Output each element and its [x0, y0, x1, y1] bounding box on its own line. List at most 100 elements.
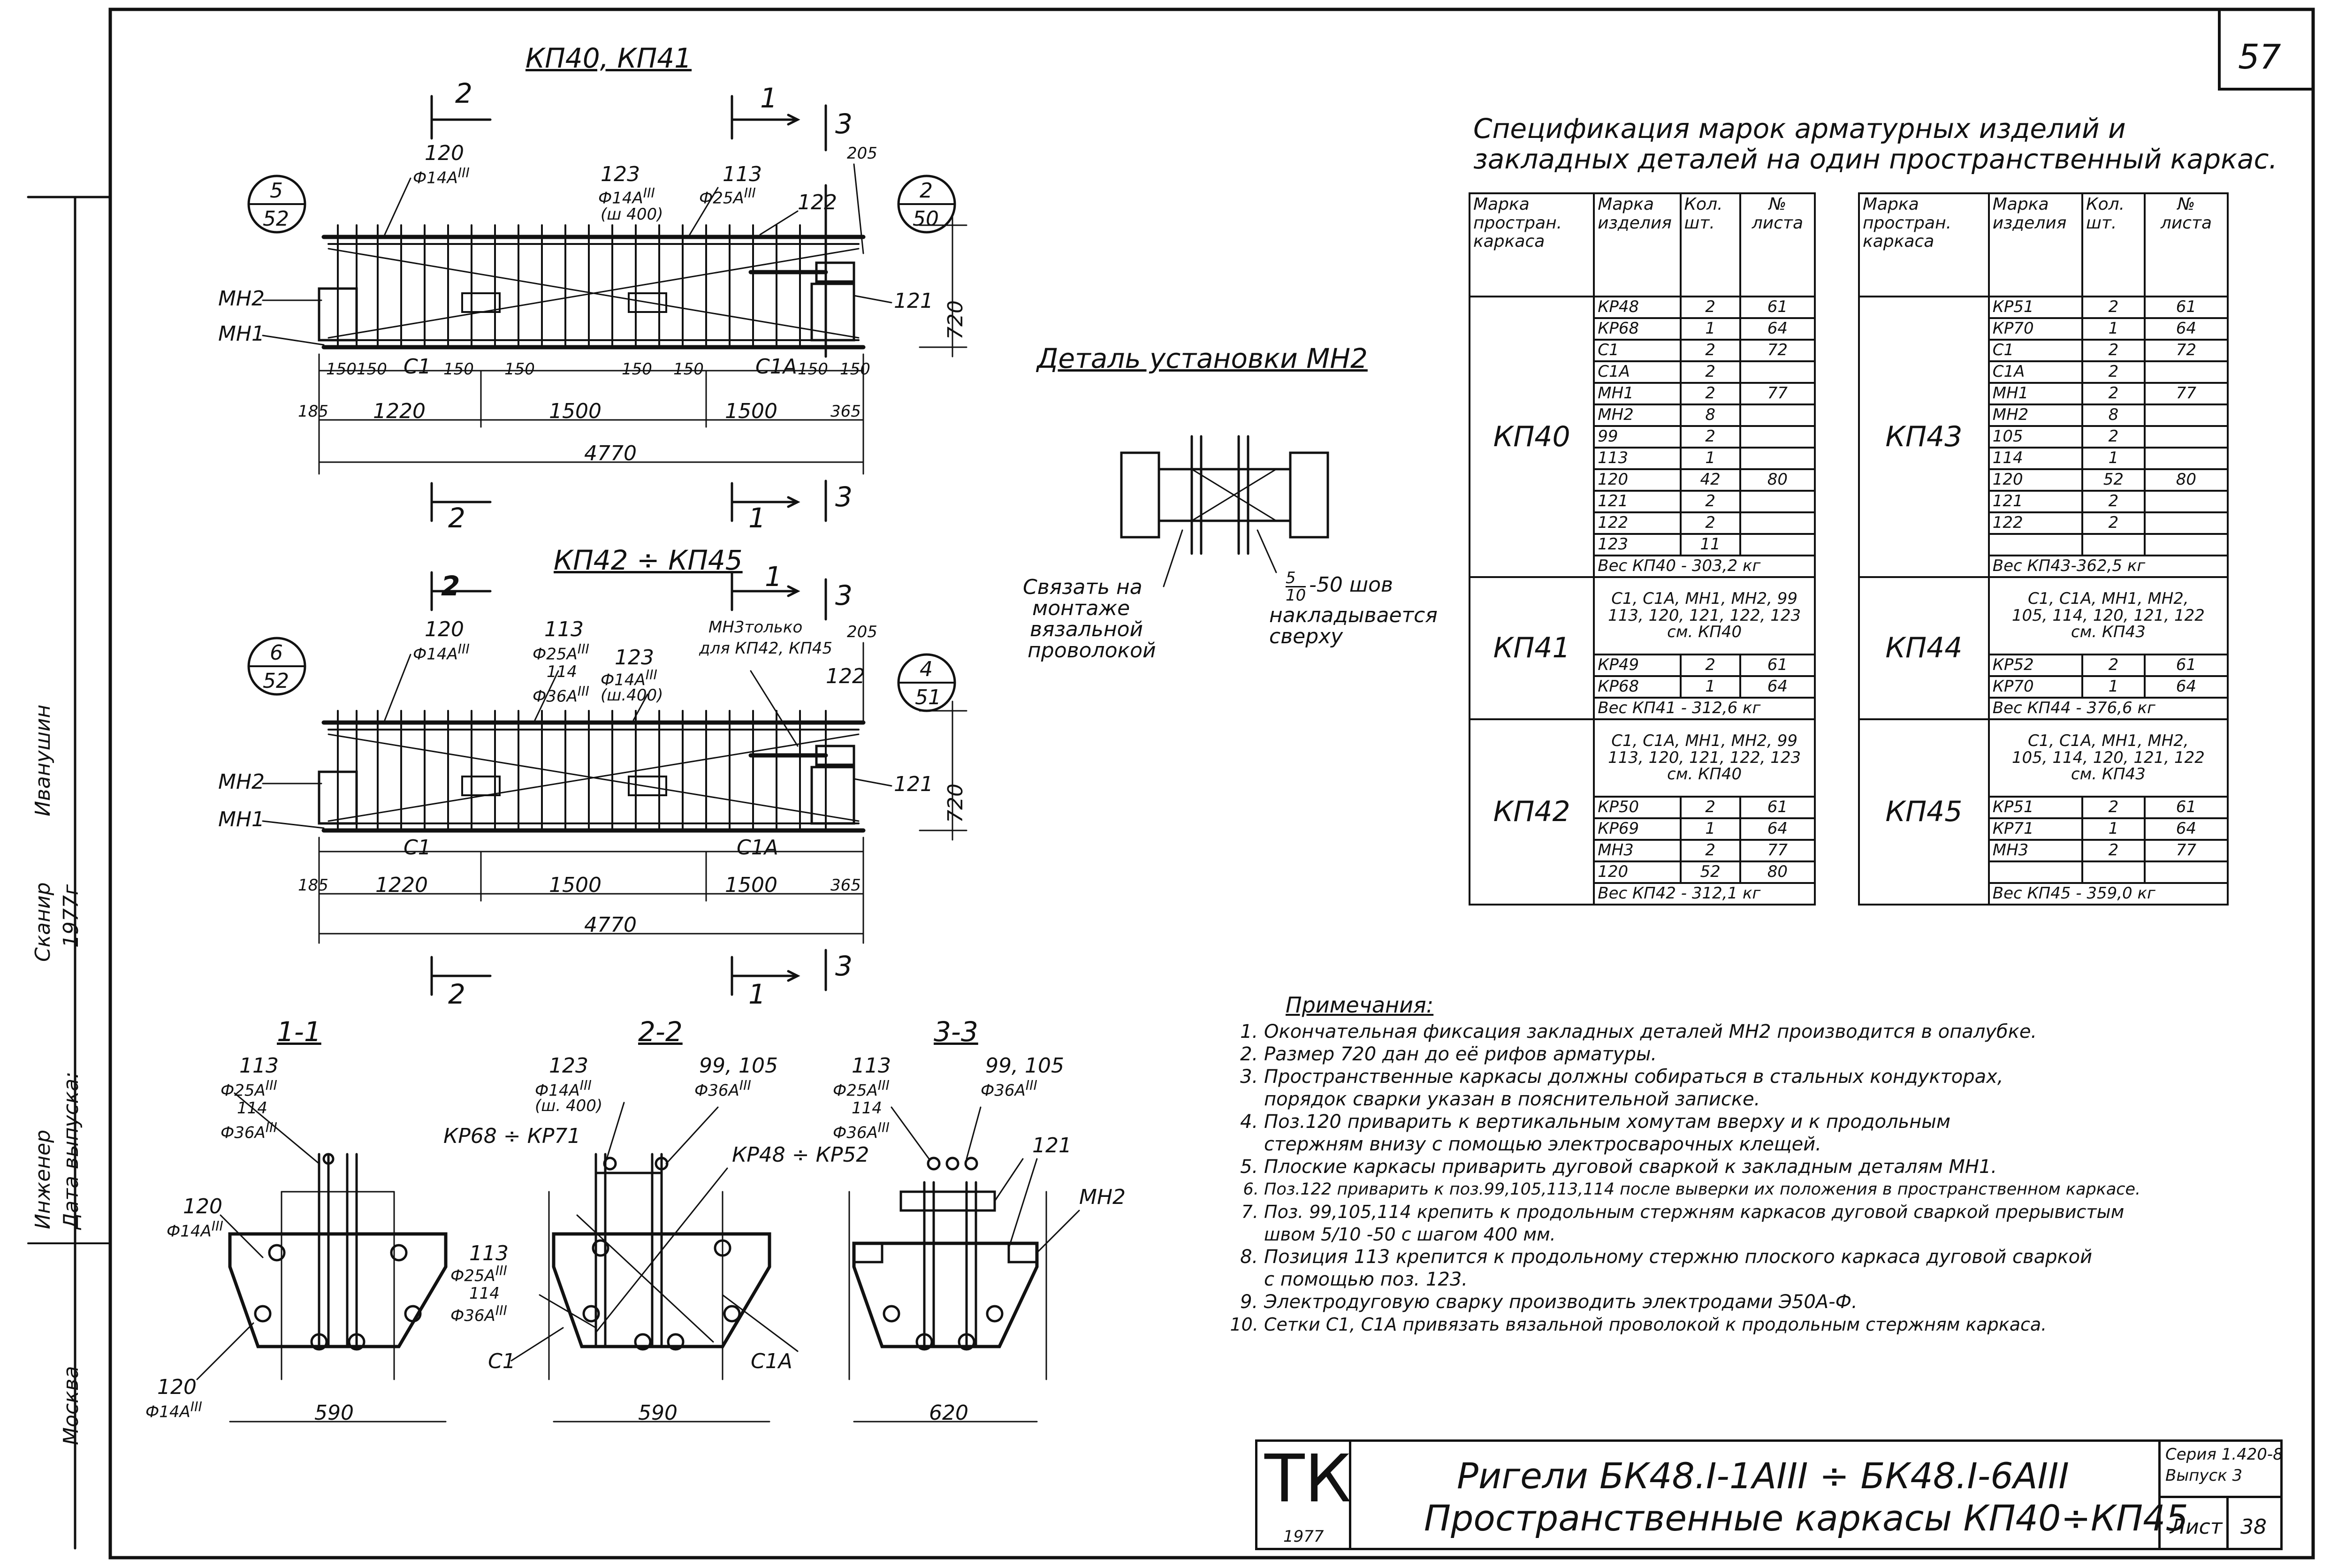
- top-dim150-2: 150: [357, 360, 387, 379]
- spec-weight-row: Вес КП40 - 303,2 кг: [1470, 555, 1816, 578]
- spec-qty: 2: [2081, 360, 2146, 384]
- spec-qty: 8: [1679, 403, 1741, 427]
- s22-width: 590: [638, 1401, 678, 1425]
- spec-item: МН1: [1593, 382, 1682, 405]
- spec-item: [1988, 533, 2084, 556]
- s11-bar120b-pos: 120: [157, 1375, 197, 1399]
- spec-row: 122 2: [1470, 511, 1816, 535]
- spec-sheet: 77: [2143, 839, 2229, 862]
- s11-bar113-dia: Ф25АIII: [221, 1078, 277, 1100]
- s33-mn2: МН2: [1079, 1185, 1126, 1209]
- spec-item: 121: [1593, 490, 1682, 513]
- note-1: Окончательная фиксация закладных деталей…: [1264, 1020, 2140, 1043]
- spec-qty: 2: [2081, 490, 2146, 513]
- mid-bot-sec3: 3: [835, 950, 853, 982]
- spec-item: С1: [1593, 339, 1682, 362]
- spec-qty: 2: [1679, 511, 1741, 535]
- spec-qty: 2: [1679, 339, 1741, 362]
- top-dim205: 205: [847, 144, 877, 163]
- spec-row: КР68 1 64: [1470, 675, 1816, 699]
- top-callout-left-bottom: 52: [263, 207, 289, 231]
- top-bar122: 122: [798, 190, 837, 214]
- mid-bar120-dia: Ф14АIII: [413, 641, 470, 664]
- spec-row: 121 2: [1470, 490, 1816, 513]
- spec-item: 99: [1593, 425, 1682, 449]
- top-dim150-1: 150: [326, 360, 357, 379]
- spec-sheet: 72: [1739, 339, 1816, 362]
- spec-sheet: 72: [2143, 339, 2229, 362]
- binding-name: Иванушин: [31, 704, 55, 816]
- spec-sheet: 64: [1739, 675, 1816, 699]
- spec-right-h3: Кол.шт.: [2081, 192, 2146, 297]
- spec-qty: 1: [1679, 447, 1741, 470]
- detail-right-note-1: -50 шов: [1309, 573, 1393, 597]
- spec-sheet: 80: [1739, 468, 1816, 492]
- spec-sheet: [1739, 360, 1816, 384]
- title-block: ТК 1977 Ригели БК48.I-1АIII ÷ БК48.I-6АI…: [1255, 1439, 2283, 1550]
- detail-left-note-4: проволокой: [1028, 639, 1156, 662]
- s11-bar120b-dia: Ф14АIII: [145, 1399, 202, 1422]
- spec-item: МН3: [1593, 839, 1682, 862]
- spec-weight-row: Вес КП42 - 312,1 кг: [1470, 882, 1816, 906]
- mid-bar122: 122: [826, 664, 865, 688]
- spec-note-cell: С1, С1А, МН1, МН2,105, 114, 120, 121, 12…: [1988, 576, 2229, 655]
- mid-dim205: 205: [847, 623, 877, 641]
- spec-sheet: 61: [2143, 796, 2229, 819]
- spec-row: 113 1: [1470, 447, 1816, 470]
- spec-row: КР50 2 61: [1470, 796, 1816, 819]
- s33-bar114-dia: Ф36АIII: [833, 1120, 890, 1142]
- spec-row: С1 2 72: [1470, 339, 1816, 362]
- spec-item: С1: [1988, 339, 2084, 362]
- spec-qty: 2: [2081, 296, 2146, 319]
- mid-mn3-note-2: для КП42, КП45: [699, 639, 833, 658]
- spec-item: 105: [1988, 425, 2084, 449]
- spec-row: МН2 8: [1470, 403, 1816, 427]
- mid-callout-right-top: 4: [920, 657, 933, 681]
- spec-qty: 2: [1679, 425, 1741, 449]
- spec-sheet: 64: [1739, 317, 1816, 341]
- spec-kp44-group: КП44 С1, С1А, МН1, МН2,105, 114, 120, 12…: [1858, 576, 2229, 720]
- spec-qty: 42: [1679, 468, 1741, 492]
- elevation-kp40-kp41: [247, 95, 967, 522]
- note-5: Плоские каркасы приварить дуговой сварко…: [1264, 1156, 2140, 1178]
- spec-qty: 2: [2081, 654, 2146, 677]
- spec-row: 120 52 80: [1470, 860, 1816, 884]
- top-sec3-label: 3: [835, 108, 853, 140]
- mid-sec3-label: 3: [835, 579, 853, 611]
- spec-qty: 2: [1679, 839, 1741, 862]
- detail-left-note-1: Связать на: [1023, 575, 1142, 599]
- mid-mn3-note-1: МН3только: [708, 618, 803, 637]
- section-1-1: [196, 1092, 448, 1380]
- spec-item: КР70: [1988, 675, 2084, 699]
- top-bar123-pos: 123: [601, 162, 640, 186]
- spec-qty: 1: [2081, 447, 2146, 470]
- spec-row: КП40 КР48 2 61: [1468, 296, 1816, 578]
- spec-qty: 52: [2081, 468, 2146, 492]
- spec-sheet: 77: [1739, 382, 1816, 405]
- spec-sheet: [1739, 425, 1816, 449]
- spec-sheet: 61: [1739, 654, 1816, 677]
- spec-weight-row: Вес КП45 - 359,0 кг: [1859, 882, 2229, 906]
- spec-item: МН3: [1988, 839, 2084, 862]
- top-bot-sec1: 1: [748, 502, 766, 534]
- title-block-line1: Ригели БК48.I-1АIII ÷ БК48.I-6АIII: [1457, 1455, 2069, 1497]
- top-bot-sec3: 3: [835, 481, 853, 513]
- spec-row: КР51 2 61: [1859, 796, 2229, 819]
- spec-row: КР71 1 64: [1859, 817, 2229, 841]
- top-dim150-8: 150: [840, 360, 870, 379]
- spec-item: 113: [1593, 447, 1682, 470]
- spec-weight: Вес КП45 - 359,0 кг: [1988, 882, 2229, 906]
- mid-bar114-dia: Ф36АIII: [533, 684, 589, 706]
- s33-width: 620: [929, 1401, 968, 1425]
- spec-qty: 1: [2081, 675, 2146, 699]
- s22-title: 2-2: [638, 1016, 683, 1048]
- elevation-top-title: КП40, КП41: [525, 42, 692, 74]
- spec-item: 122: [1593, 511, 1682, 535]
- top-dim150-5: 150: [622, 360, 652, 379]
- spec-frame-mark: КП42: [1468, 718, 1595, 906]
- spec-qty: 2: [1679, 296, 1741, 319]
